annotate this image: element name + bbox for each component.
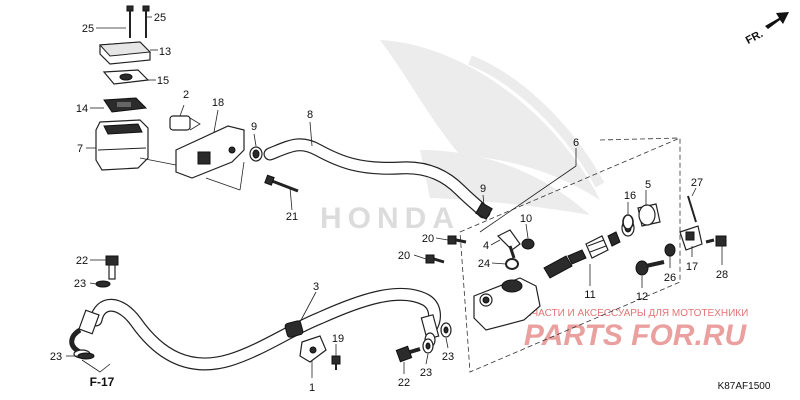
joint-screw-lower	[425, 254, 445, 264]
callout-label: 13	[159, 46, 171, 58]
banjo-bolt-left	[105, 255, 119, 280]
sealing-washer-right	[440, 322, 452, 338]
callout-label: 12	[636, 291, 648, 303]
site-watermark-tagline: ЗАПЧАСТИ И АКСЕССУАРЫ ДЛЯ МОТОТЕХНИКИ	[512, 308, 749, 319]
o-ring-upper	[521, 238, 535, 250]
callout-label: 3	[313, 281, 319, 293]
callout-label: 23	[420, 367, 432, 379]
honda-wing-watermark	[380, 40, 605, 215]
honda-brand-watermark: HONDA	[320, 202, 460, 235]
callout-labels: 25 25 13 15 14 2 18 7 9 8 21 6 9 27 5 16…	[50, 12, 728, 394]
callout-label: 10	[520, 213, 532, 225]
reservoir-body	[95, 119, 149, 171]
clamp-screw	[331, 355, 341, 370]
cap-screw-left	[126, 5, 134, 38]
cap-screw-right	[142, 5, 150, 38]
callout-label: 9	[251, 121, 257, 133]
hose-joint	[496, 229, 521, 259]
hose-grommet	[284, 320, 304, 338]
callout-label: 8	[307, 109, 313, 121]
pivot-bolt	[635, 260, 665, 276]
callout-label: 23	[442, 351, 454, 363]
joint-screw-upper	[447, 235, 467, 245]
callout-label: 1	[309, 382, 315, 394]
callout-label: 19	[332, 333, 344, 345]
assembly-outline	[459, 137, 681, 373]
joint-pin	[705, 235, 727, 247]
sealing-washer-mid	[422, 338, 434, 354]
callout-label: 9	[480, 183, 486, 195]
hose-clip-upper	[249, 146, 263, 162]
callout-label: 25	[154, 12, 166, 24]
diagram-code: K87AF1500	[718, 381, 771, 392]
master-cylinder-body	[473, 277, 541, 331]
cotter-pin	[687, 195, 697, 223]
push-rod-boot	[637, 203, 661, 227]
sealing-washer-upper-left	[95, 280, 111, 288]
leader-lines	[66, 16, 723, 378]
banjo-bolt-right	[395, 345, 421, 363]
reservoir-cap	[98, 41, 152, 65]
callout-label: 18	[212, 97, 224, 109]
callout-label: 24	[478, 258, 490, 270]
reservoir-bracket	[175, 125, 245, 179]
callout-label: 4	[483, 240, 489, 252]
callout-label: 22	[398, 377, 410, 389]
callout-label: 22	[76, 255, 88, 267]
callout-label: 21	[286, 211, 298, 223]
reservoir-diaphragm	[103, 97, 148, 113]
callout-label: 15	[157, 75, 169, 87]
front-direction-arrow-icon: FR.	[744, 12, 789, 47]
callout-label: 23	[50, 351, 62, 363]
callout-label: 7	[77, 143, 83, 155]
hose-clamp	[299, 335, 327, 363]
circlip	[622, 214, 634, 230]
callout-label: 27	[691, 177, 703, 189]
reservoir-bush	[169, 115, 201, 131]
callout-label: 5	[645, 179, 651, 191]
reference-label: F-17	[90, 375, 115, 389]
callout-label: 23	[74, 278, 86, 290]
callout-label: 17	[686, 261, 698, 273]
callout-label: 6	[573, 137, 579, 149]
callout-label: 20	[422, 233, 434, 245]
bracket-bolt	[264, 174, 299, 193]
pivot-nut	[664, 243, 676, 257]
callout-label: 14	[76, 103, 88, 115]
o-ring-lower	[505, 258, 519, 270]
callout-label: 25	[82, 23, 94, 35]
hose-clip-lower	[475, 202, 493, 220]
site-watermark-logo: PARTS FOR.RU	[524, 319, 748, 352]
sealing-washer-lower-left	[77, 352, 95, 360]
callout-label: 20	[398, 250, 410, 262]
hose-fitting-left	[69, 309, 100, 359]
piston-set	[543, 219, 635, 279]
push-rod-joint	[679, 225, 703, 251]
callout-label: 2	[183, 89, 189, 101]
callout-label: 11	[584, 289, 595, 301]
callout-label: 28	[716, 269, 728, 281]
front-direction-label: FR.	[744, 28, 765, 47]
callout-label: 26	[664, 272, 676, 284]
callout-label: 16	[624, 190, 636, 202]
reservoir-plate	[102, 69, 150, 85]
